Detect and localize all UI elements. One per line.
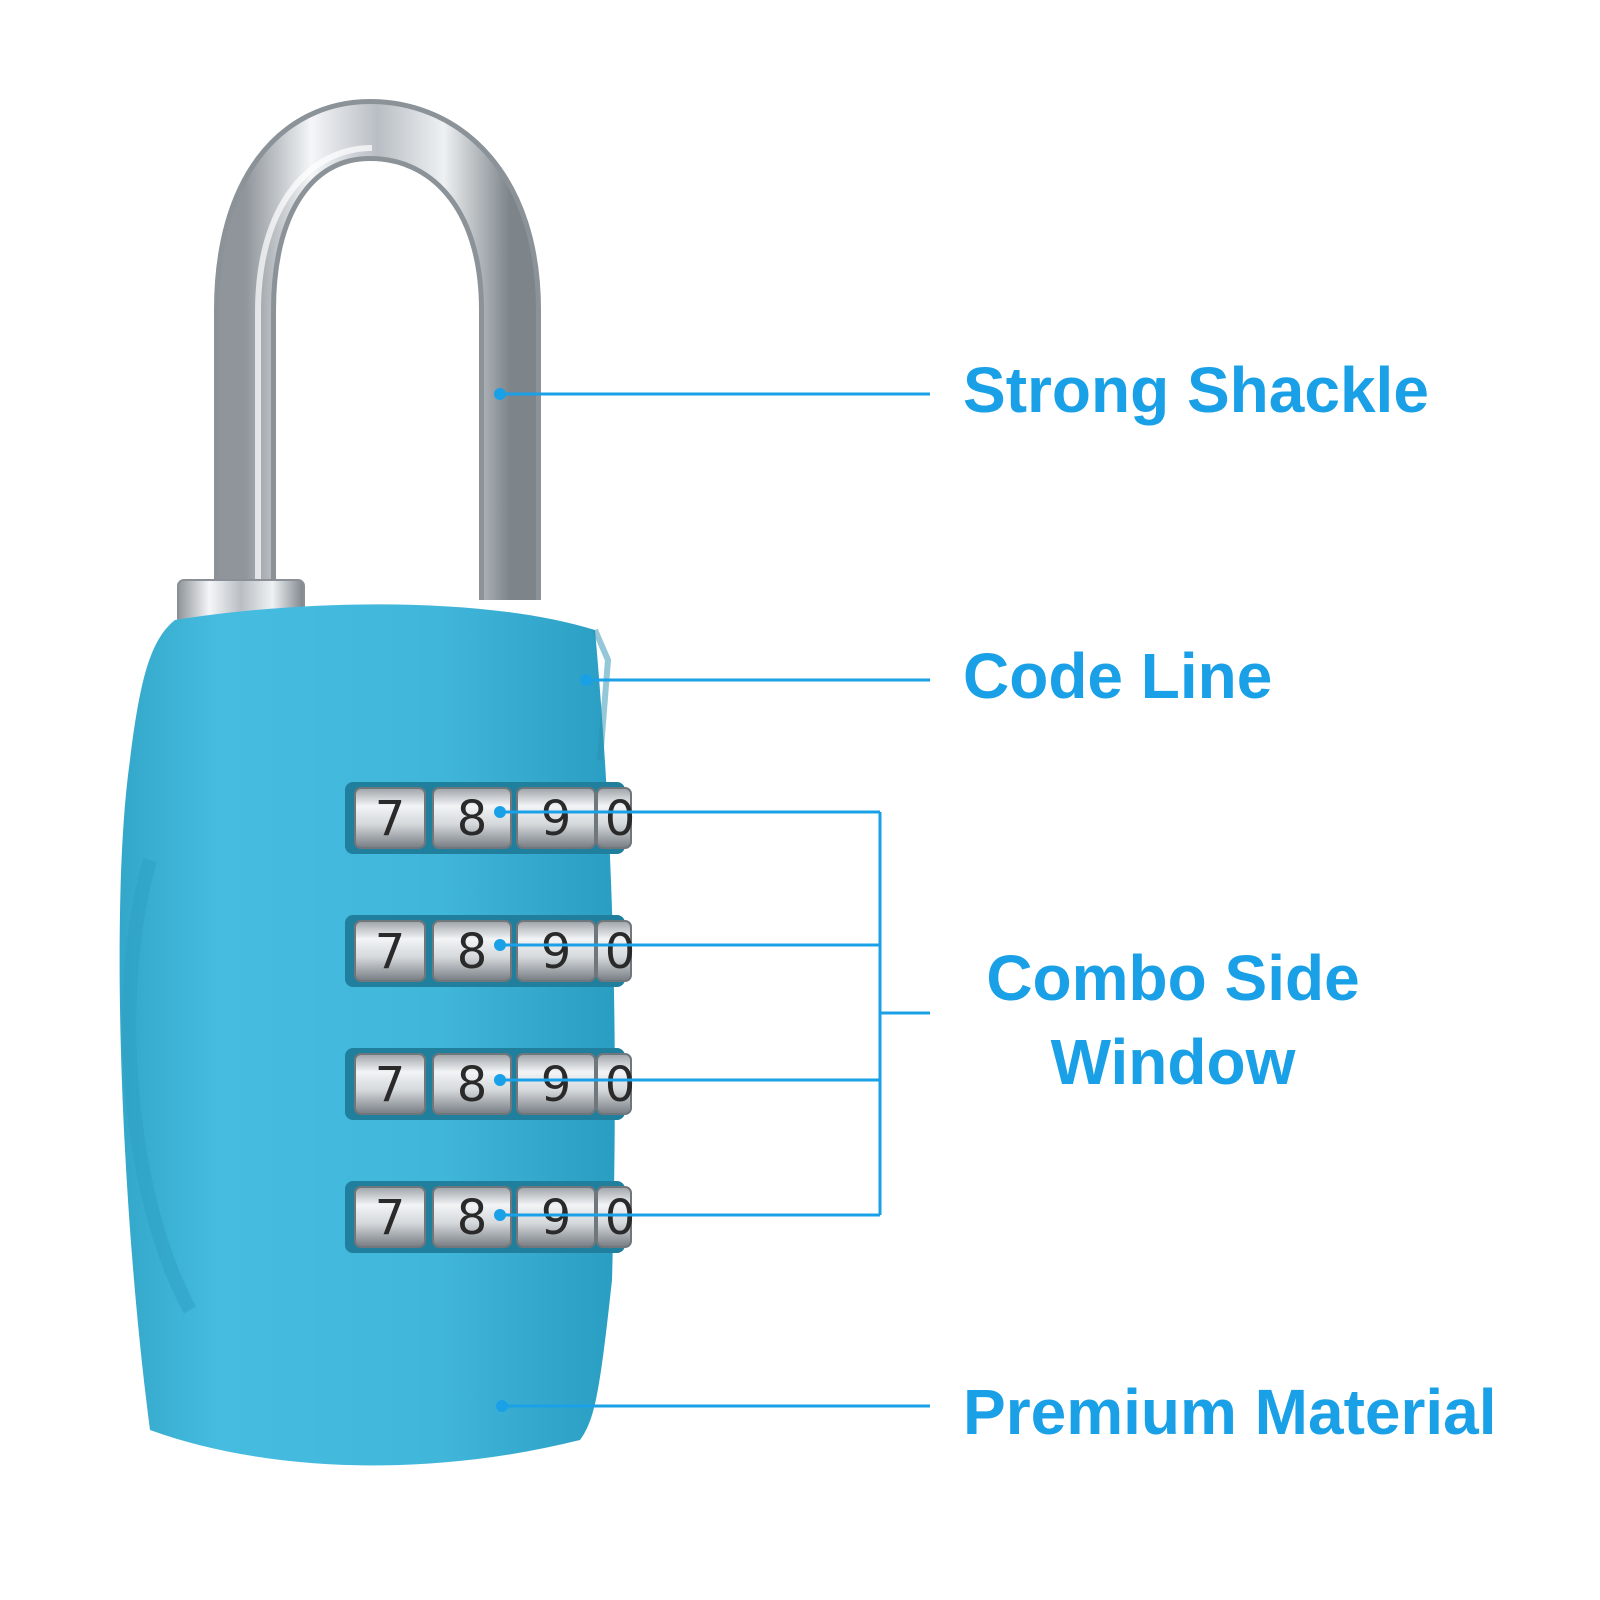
dial-segment <box>596 920 632 982</box>
combo-window-bracket <box>494 806 930 1221</box>
dial-segment <box>354 1053 426 1115</box>
dial-digit: 0 <box>605 924 636 980</box>
dial-digit: 7 <box>375 1190 406 1246</box>
combo-side-window-label: Combo Side Window <box>963 936 1383 1104</box>
dial-segment <box>596 1186 632 1248</box>
dial-segment <box>516 1053 596 1115</box>
dial-digit: 8 <box>457 791 488 847</box>
dial-digit: 9 <box>541 791 572 847</box>
dial-digit: 8 <box>457 924 488 980</box>
dial-segment <box>432 920 512 982</box>
dial-segment <box>354 787 426 849</box>
dial-segment <box>432 787 512 849</box>
dial-segment <box>596 1053 632 1115</box>
combo-label-line-2: Window <box>1050 1026 1296 1098</box>
dial-digit: 8 <box>457 1190 488 1246</box>
dial-digit: 7 <box>375 791 406 847</box>
shackle <box>214 98 541 600</box>
dial-digit: 9 <box>541 924 572 980</box>
dial-digit: 9 <box>541 1190 572 1246</box>
dial-digit: 0 <box>605 1190 636 1246</box>
combo-label-line-1: Combo Side <box>986 942 1360 1014</box>
strong-shackle-label: Strong Shackle <box>963 354 1429 426</box>
dial-digit: 0 <box>605 1057 636 1113</box>
premium-material-label: Premium Material <box>963 1376 1497 1448</box>
dial-segment <box>596 787 632 849</box>
dial-digit: 9 <box>541 1057 572 1113</box>
lock-body <box>119 604 615 1466</box>
dial-segment <box>354 1186 426 1248</box>
dial-segment <box>432 1053 512 1115</box>
dial-segment <box>354 920 426 982</box>
dial-digit: 0 <box>605 791 636 847</box>
dial-segment <box>516 787 596 849</box>
dial-digit: 7 <box>375 1057 406 1113</box>
dial-digit: 8 <box>457 1057 488 1113</box>
dial-segment <box>516 1186 596 1248</box>
code-line-label: Code Line <box>963 640 1273 712</box>
dial-digit: 7 <box>375 924 406 980</box>
dial-segment <box>432 1186 512 1248</box>
leader-lines <box>494 388 930 1412</box>
dial-segment <box>516 920 596 982</box>
